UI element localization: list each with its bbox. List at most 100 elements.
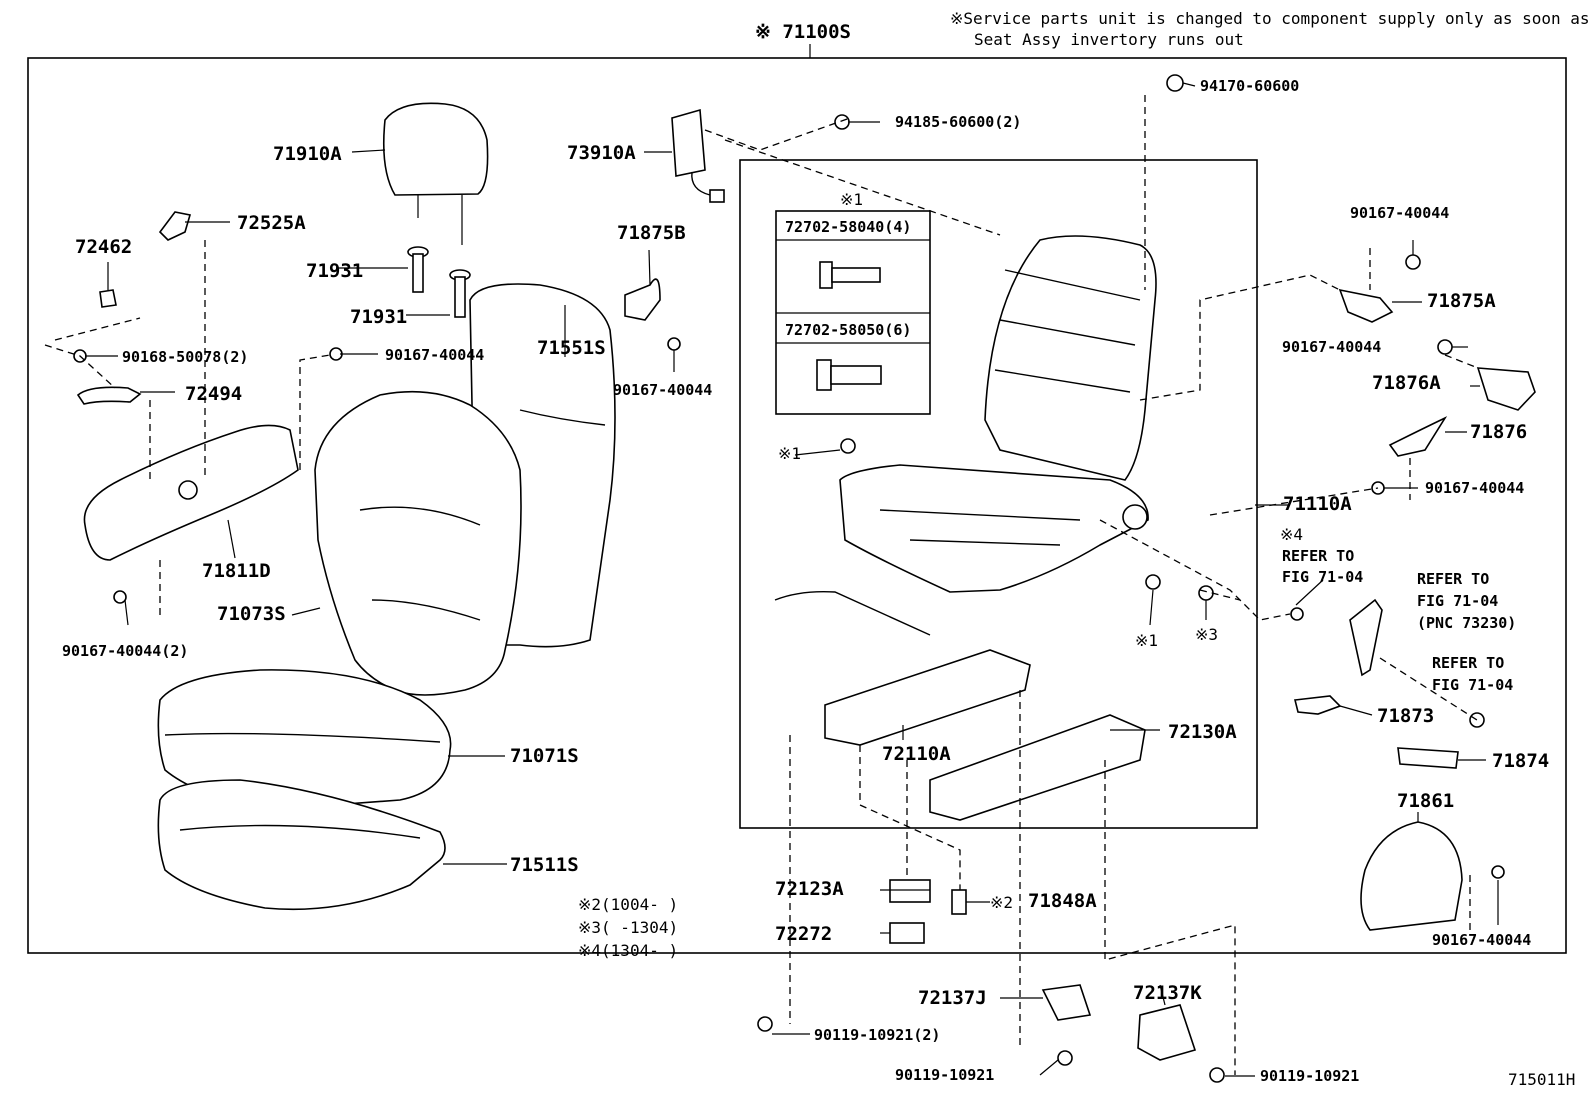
- seat-belt-buckle-icon: [1349, 598, 1383, 677]
- nut-icon: [834, 114, 850, 130]
- cover-71876a-icon: [1476, 367, 1536, 411]
- label-71551s: 71551S: [537, 337, 606, 359]
- screw-icon: [1405, 254, 1421, 270]
- refer-2-line2: FIG 71-04: [1417, 592, 1498, 610]
- cover-72137j-icon: [1041, 984, 1092, 1021]
- label-72525a: 72525A: [237, 212, 306, 234]
- bracket-71876-icon: [1388, 416, 1448, 457]
- label-94185-60600: 94185-60600(2): [895, 113, 1021, 131]
- service-note-line2: Seat Assy invertory runs out: [974, 30, 1244, 49]
- label-90167-40044-f: 90167-40044: [1425, 479, 1524, 497]
- seat-cushion-cover-71071s-icon: [157, 669, 452, 811]
- legend-4: ※4(1304- ): [578, 941, 678, 960]
- label-90167-40044-2: 90167-40044(2): [62, 642, 188, 660]
- screw-icon: [1437, 339, 1453, 355]
- hardware-item-1: 72702-58040(4): [785, 218, 911, 236]
- airbag-73910a-icon: [671, 108, 725, 203]
- label-94170-60600: 94170-60600: [1200, 77, 1299, 95]
- label-72110a: 72110A: [882, 743, 951, 765]
- label-72462: 72462: [75, 236, 132, 258]
- hardware-item-2: 72702-58050(6): [785, 321, 911, 339]
- label-72130a: 72130A: [1168, 721, 1237, 743]
- label-71910a: 71910A: [273, 143, 342, 165]
- label-72494: 72494: [185, 383, 242, 405]
- headrest-icon: [382, 102, 489, 245]
- cover-71875a-icon: [1338, 288, 1394, 323]
- bolt-72702-58040-icon: [819, 261, 881, 289]
- label-71811d: 71811D: [202, 560, 271, 582]
- inset-frame: [739, 159, 1258, 829]
- bolt-icon: [1145, 574, 1161, 590]
- label-71931-a: 71931: [306, 260, 363, 282]
- mark-4: ※4: [1280, 525, 1303, 544]
- inset-mark: ※1: [840, 190, 863, 209]
- label-71876: 71876: [1470, 421, 1527, 443]
- bolt-icon: [1209, 1067, 1225, 1083]
- clip-icon: [1290, 607, 1304, 621]
- main-assembly-label: ※ 71100S: [755, 21, 851, 43]
- bolt-72702-58050-icon: [816, 359, 882, 391]
- label-90167-40044-c: 90167-40044: [613, 381, 712, 399]
- legend-2: ※2(1004- ): [578, 895, 678, 914]
- legend-3: ※3( -1304): [578, 918, 678, 937]
- cover-71861-icon: [1360, 821, 1463, 931]
- label-72272: 72272: [775, 923, 832, 945]
- clip-72272-icon: [889, 922, 925, 944]
- seat-frame-71110a-icon: [839, 235, 1157, 593]
- mark-1-bolt: ※1: [778, 444, 801, 463]
- wire-icon: [774, 590, 931, 636]
- label-71110a: 71110A: [1283, 493, 1352, 515]
- seat-cushion-pad-71511s-icon: [157, 779, 446, 911]
- seat-track-72110a-icon: [824, 649, 1031, 746]
- pin-71848a-icon: [951, 889, 967, 915]
- service-note-line1: ※Service parts unit is changed to compon…: [950, 9, 1590, 28]
- refer-3-line1: REFER TO: [1432, 654, 1504, 672]
- screw-icon: [113, 590, 127, 604]
- headrest-guide-icon: [407, 246, 471, 318]
- label-71873: 71873: [1377, 705, 1434, 727]
- figure-number: 715011H: [1508, 1070, 1575, 1089]
- label-71848a: 71848A: [1028, 890, 1097, 912]
- refer-1-line1: REFER TO: [1282, 547, 1354, 565]
- label-71861: 71861: [1397, 790, 1454, 812]
- bolt-icon: [840, 438, 856, 454]
- cover-72137k-icon: [1137, 1004, 1197, 1061]
- nut-icon: [1166, 74, 1184, 92]
- mark-3: ※3: [1195, 625, 1218, 644]
- label-71875b: 71875B: [617, 222, 686, 244]
- label-72137j: 72137J: [918, 987, 987, 1009]
- mark-1-frame: ※1: [1135, 631, 1158, 650]
- label-90167-40044-e: 90167-40044: [1282, 338, 1381, 356]
- label-90168-50078: 90168-50078(2): [122, 348, 248, 366]
- refer-1-line2: FIG 71-04: [1282, 568, 1363, 586]
- label-73910a: 73910A: [567, 142, 636, 164]
- label-90167-40044-a: 90167-40044: [385, 346, 484, 364]
- clip-71873-icon: [1294, 695, 1342, 715]
- refer-2-line1: REFER TO: [1417, 570, 1489, 588]
- label-71511s: 71511S: [510, 854, 579, 876]
- label-71874: 71874: [1492, 750, 1549, 772]
- mark-2: ※2: [990, 893, 1013, 912]
- label-72123a: 72123A: [775, 878, 844, 900]
- label-71876a: 71876A: [1372, 372, 1441, 394]
- bracket-71875b-icon: [624, 278, 661, 321]
- seat-track-72130a-icon: [929, 714, 1146, 821]
- label-90119-10921-2: 90119-10921(2): [814, 1026, 940, 1044]
- label-71073s: 71073S: [217, 603, 286, 625]
- label-71071s: 71071S: [510, 745, 579, 767]
- bolt-icon: [1057, 1050, 1073, 1066]
- bracket-71874-icon: [1397, 747, 1459, 769]
- label-90167-40044-g: 90167-40044: [1432, 931, 1531, 949]
- screw-icon: [1491, 865, 1505, 879]
- bolt-icon: [757, 1016, 773, 1032]
- lever-72494-icon: [76, 386, 142, 405]
- diagram-frame: [27, 57, 1567, 954]
- screw-icon: [667, 337, 681, 351]
- clip-72123a-icon: [889, 879, 931, 903]
- nut-icon: [1469, 712, 1485, 728]
- cap-72462-icon: [99, 289, 117, 308]
- label-90119-10921-b: 90119-10921: [895, 1066, 994, 1084]
- label-90167-40044-d: 90167-40044: [1350, 204, 1449, 222]
